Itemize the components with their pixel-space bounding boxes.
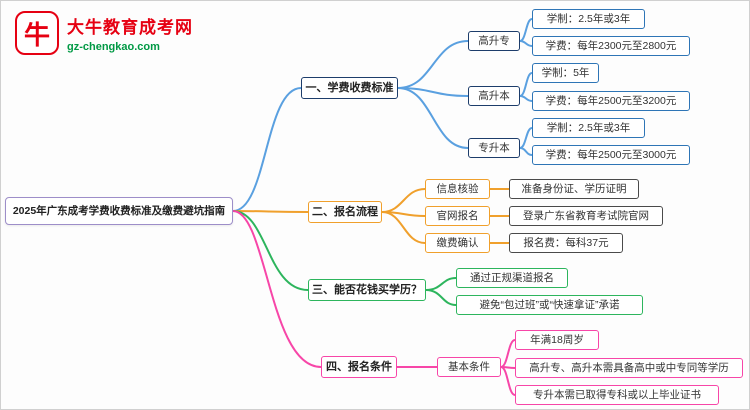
branch-registration-requirements: 四、报名条件 <box>321 356 397 378</box>
bull-logo-icon: 牛 <box>15 11 59 55</box>
node-junior-college-to-bachelor: 专升本 <box>468 138 520 158</box>
leaf-education-requirement-college: 专升本需已取得专科或以上毕业证书 <box>515 385 719 405</box>
leaf-age-requirement: 年满18周岁 <box>515 330 599 350</box>
node-official-site-registration: 官网报名 <box>425 206 490 226</box>
leaf-duration-hb: 学制：5年 <box>532 63 599 83</box>
leaf-tuition-jcb: 学费：每年2500元至3000元 <box>532 145 690 165</box>
site-url: gz-chengkao.com <box>67 41 160 53</box>
branch-buy-diploma-question: 三、能否花钱买学历？ <box>308 279 426 301</box>
leaf-id-documents: 准备身份证、学历证明 <box>509 179 639 199</box>
leaf-official-site: 登录广东省教育考试院官网 <box>509 206 663 226</box>
node-basic-requirements: 基本条件 <box>437 357 501 377</box>
node-high-to-junior-college: 高升专 <box>468 31 520 51</box>
bull-glyph: 牛 <box>23 19 50 50</box>
site-name: 大牛教育成考网 <box>67 18 193 37</box>
leaf-avoid-guarantee-promises: 避免“包过班”或“快速拿证”承诺 <box>456 295 643 315</box>
leaf-registration-fee: 报名费：每科37元 <box>509 233 623 253</box>
leaf-formal-channel: 通过正规渠道报名 <box>456 268 568 288</box>
leaf-duration-jcb: 学制：2.5年或3年 <box>532 118 645 138</box>
leaf-tuition-hb: 学费：每年2500元至3200元 <box>532 91 690 111</box>
leaf-duration-hjc: 学制：2.5年或3年 <box>532 9 645 29</box>
node-payment-confirmation: 缴费确认 <box>425 233 490 253</box>
site-logo: 牛 大牛教育成考网 gz-chengkao.com <box>15 11 193 55</box>
leaf-education-requirement-highschool: 高升专、高升本需具备高中或中专同等学历 <box>515 358 743 378</box>
node-high-to-bachelor: 高升本 <box>468 86 520 106</box>
root-topic: 2025年广东成考学费收费标准及缴费避坑指南 <box>5 197 233 225</box>
leaf-tuition-hjc: 学费：每年2300元至2800元 <box>532 36 690 56</box>
branch-tuition-standards: 一、学费收费标准 <box>301 77 398 99</box>
node-info-verification: 信息核验 <box>425 179 490 199</box>
branch-registration-process: 二、报名流程 <box>308 201 382 223</box>
logo-text: 大牛教育成考网 gz-chengkao.com <box>67 13 193 53</box>
